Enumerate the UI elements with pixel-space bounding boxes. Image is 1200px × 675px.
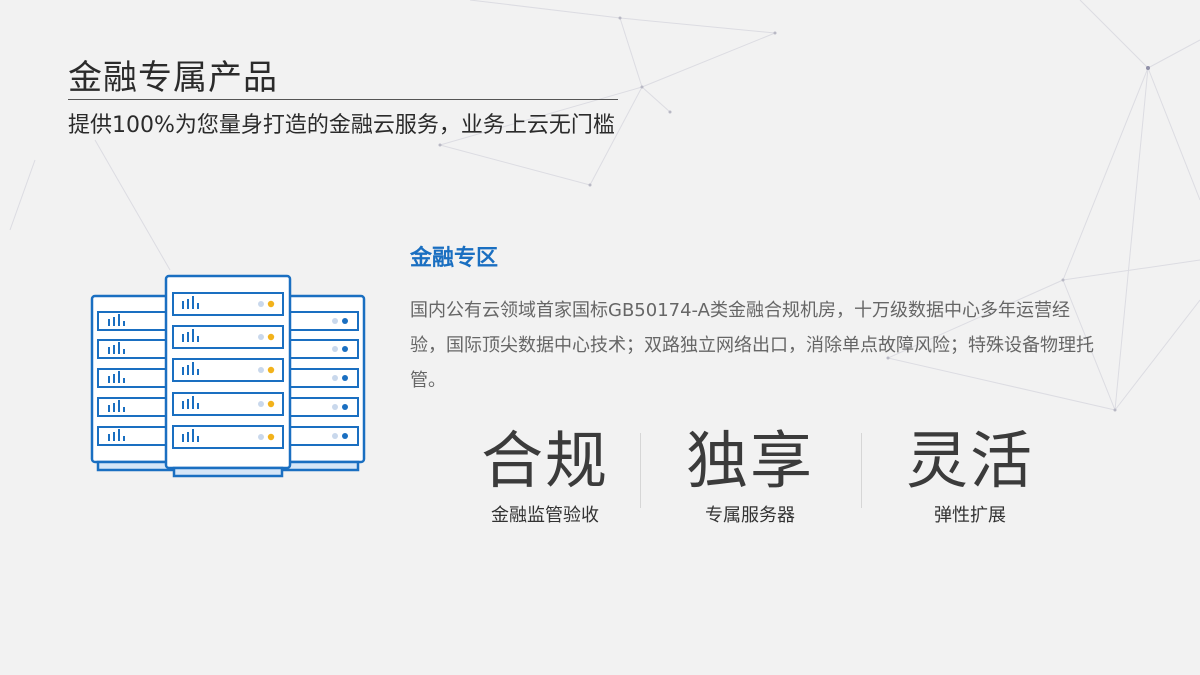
- page-subtitle: 提供100%为您量身打造的金融云服务，业务上云无门槛: [68, 113, 615, 138]
- feature-headline: 合规: [480, 424, 609, 497]
- feature-compliance: 合规 金融监管验收: [450, 425, 640, 527]
- feature-divider: [640, 433, 641, 508]
- title-divider: [68, 99, 618, 100]
- feature-caption: 专属服务器: [705, 505, 795, 526]
- server-rack-icon: [90, 274, 366, 478]
- section-title: 金融专区: [410, 246, 499, 271]
- feature-divider: [861, 433, 862, 508]
- feature-headline: 独享: [685, 424, 814, 497]
- feature-caption: 弹性扩展: [934, 505, 1006, 526]
- section-description: 国内公有云领域首家国标GB50174-A类金融合规机房，十万级数据中心多年运营经…: [410, 300, 1094, 391]
- page-title: 金融专属产品: [68, 58, 278, 98]
- feature-caption: 金融监管验收: [491, 505, 599, 526]
- feature-headline: 灵活: [905, 424, 1034, 497]
- feature-list: 合规 金融监管验收 独享 专属服务器 灵活 弹性扩展: [450, 425, 1090, 527]
- feature-flexible: 灵活 弹性扩展: [875, 425, 1065, 527]
- feature-exclusive: 独享 专属服务器: [655, 425, 845, 527]
